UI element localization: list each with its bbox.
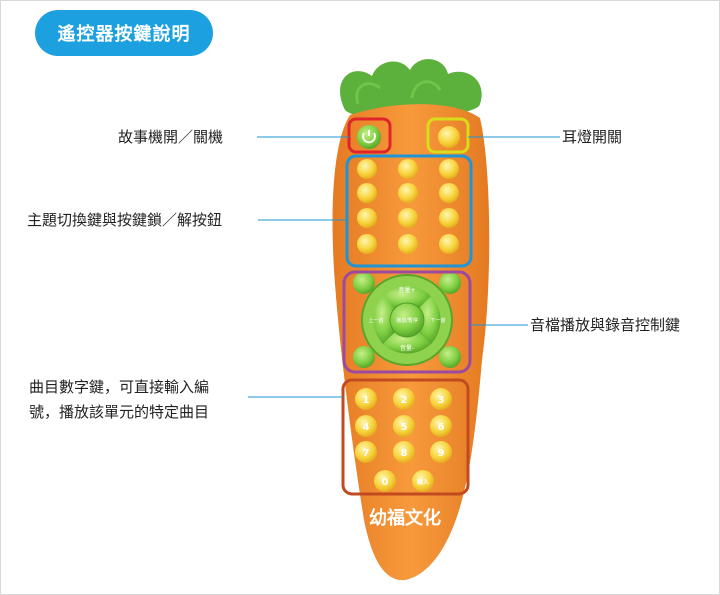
theme-key[interactable] [357,183,377,203]
theme-key[interactable] [439,183,459,203]
theme-key[interactable] [357,208,377,228]
theme-keypad [357,159,459,254]
number-key[interactable]: 4 [355,415,377,437]
playback-corner-button[interactable] [439,272,461,294]
svg-text:2: 2 [401,395,408,406]
theme-key[interactable] [439,159,459,179]
svg-text:7: 7 [363,448,370,459]
brand-logo-text: 幼福文化 [369,507,441,529]
svg-text:9: 9 [438,448,445,459]
number-key[interactable]: 8 [393,441,415,463]
label-numeric-line2: 號，播放該單元的特定曲目 [29,403,210,421]
svg-text:5: 5 [401,422,408,433]
theme-key[interactable] [398,159,418,179]
number-key[interactable]: 3 [430,388,452,410]
number-key[interactable]: 5 [393,415,415,437]
dpad-up-label: 音量+ [398,286,415,294]
power-button[interactable] [357,125,381,149]
dpad-left-label: 上一首 [368,317,383,324]
highlight-numeric [341,378,470,496]
svg-text:6: 6 [438,422,445,433]
carrot-leaves [340,59,482,119]
record-button[interactable] [353,272,375,294]
dpad-left[interactable] [373,296,395,344]
number-key[interactable]: 6 [430,415,452,437]
dpad-right[interactable] [419,296,441,344]
label-ear-light: 耳燈開關 [562,128,623,146]
highlight-power [347,117,392,154]
dpad-down-label: 音量- [400,344,414,352]
dpad-up[interactable] [382,286,432,309]
playback-corner-button[interactable] [353,346,375,368]
theme-key[interactable] [357,234,377,254]
theme-key[interactable] [398,208,418,228]
number-key[interactable]: 9 [430,441,452,463]
svg-text:0: 0 [382,477,389,488]
theme-key[interactable] [439,208,459,228]
number-key[interactable]: 7 [355,441,377,463]
number-keypad: 1 2 3 4 5 6 7 8 9 0 輸入 [355,388,452,492]
label-playback: 音檔播放與錄音控制鍵 [530,316,681,334]
dpad-center[interactable] [389,302,425,338]
highlight-playback [342,270,472,374]
number-key[interactable]: 1 [355,388,377,410]
dpad-down[interactable] [382,331,432,354]
svg-text:輸入: 輸入 [417,478,429,486]
number-key[interactable]: 2 [393,388,415,410]
page-title: 遙控器按鍵說明 [35,10,213,56]
theme-key[interactable] [357,159,377,179]
svg-text:3: 3 [438,395,445,406]
theme-key[interactable] [398,234,418,254]
highlight-ear-light [426,117,470,154]
theme-key[interactable] [439,234,459,254]
label-theme: 主題切換鍵與按鍵鎖／解按鈕 [27,211,223,229]
dpad-center-label: 播放/暫停 [396,317,418,324]
label-power: 故事機開／關機 [118,128,224,146]
highlight-theme [345,154,473,268]
svg-text:8: 8 [401,448,408,459]
label-numeric-line1: 曲目數字鍵，可直接輸入編 [29,378,210,396]
ear-light-button[interactable] [438,126,460,148]
dpad-right-label: 下一首 [430,317,445,324]
svg-text:1: 1 [363,395,370,406]
enter-key[interactable]: 輸入 [412,470,434,492]
theme-key[interactable] [398,183,418,203]
playback-controls: 音量+ 音量- 上一首 下一首 播放/暫停 [353,272,461,368]
playback-corner-button[interactable] [439,346,461,368]
svg-text:4: 4 [363,422,370,433]
number-key[interactable]: 0 [374,470,396,492]
